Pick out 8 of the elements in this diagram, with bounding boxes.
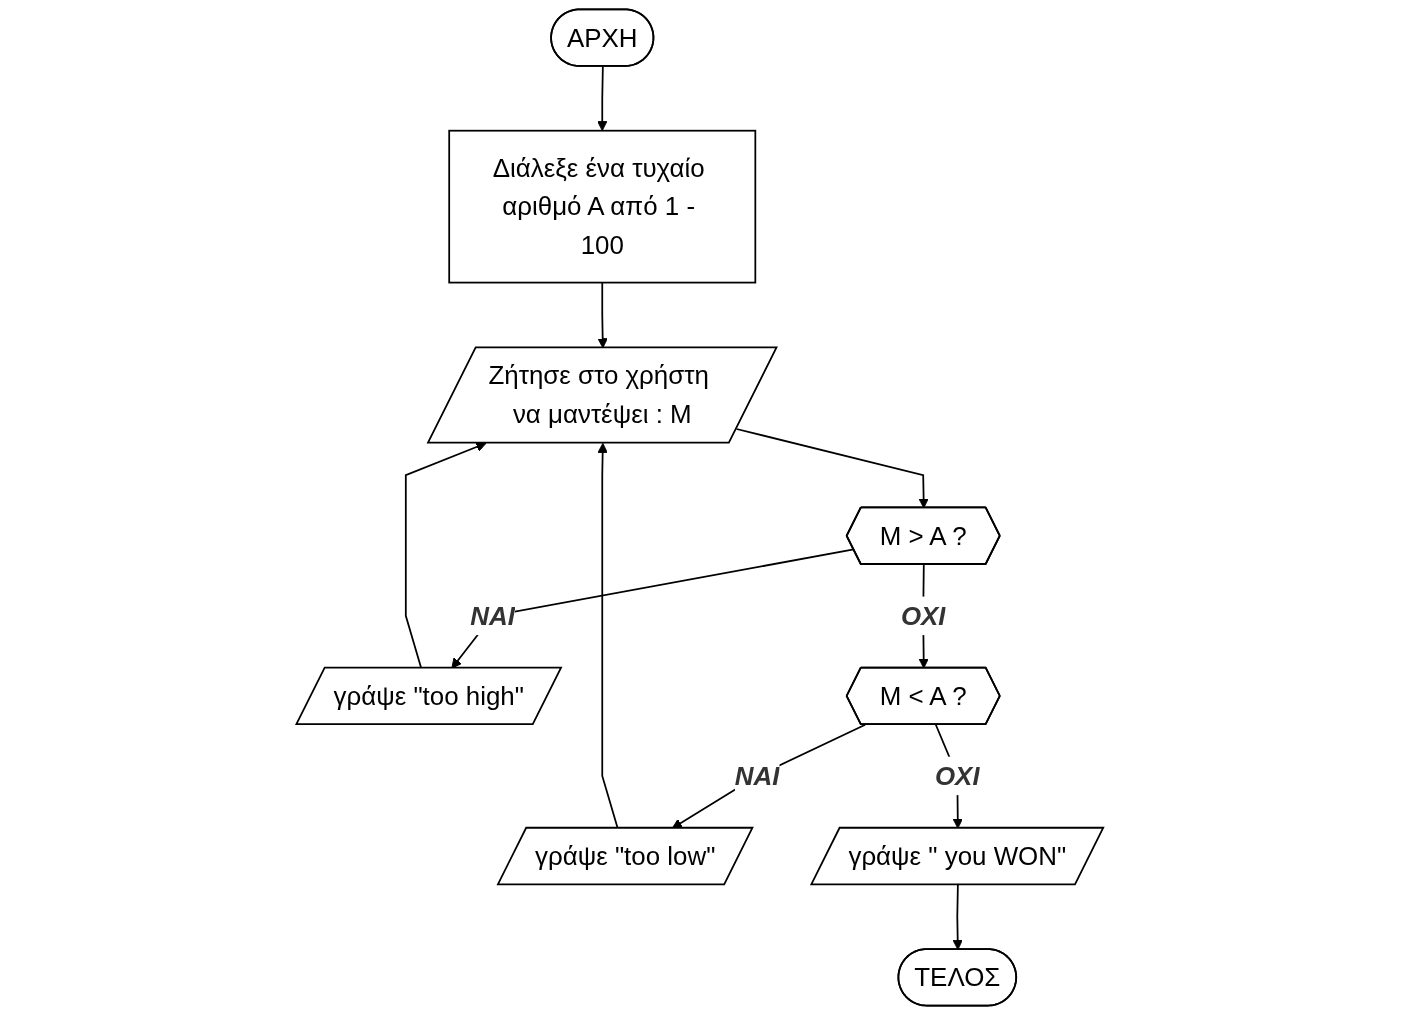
edge-label: ΝΑΙ — [735, 761, 780, 791]
edge-label: ΝΑΙ — [470, 601, 516, 631]
edge-label: ΟΧΙ — [935, 761, 980, 791]
arrow — [952, 884, 964, 951]
edge-label: ΟΧΙ — [901, 601, 946, 631]
arrow — [597, 65, 608, 132]
arrow — [735, 428, 929, 509]
node-box: Διάλεξε ένα τυχαίο αριθμό Α από 1 - 100 — [448, 129, 757, 284]
